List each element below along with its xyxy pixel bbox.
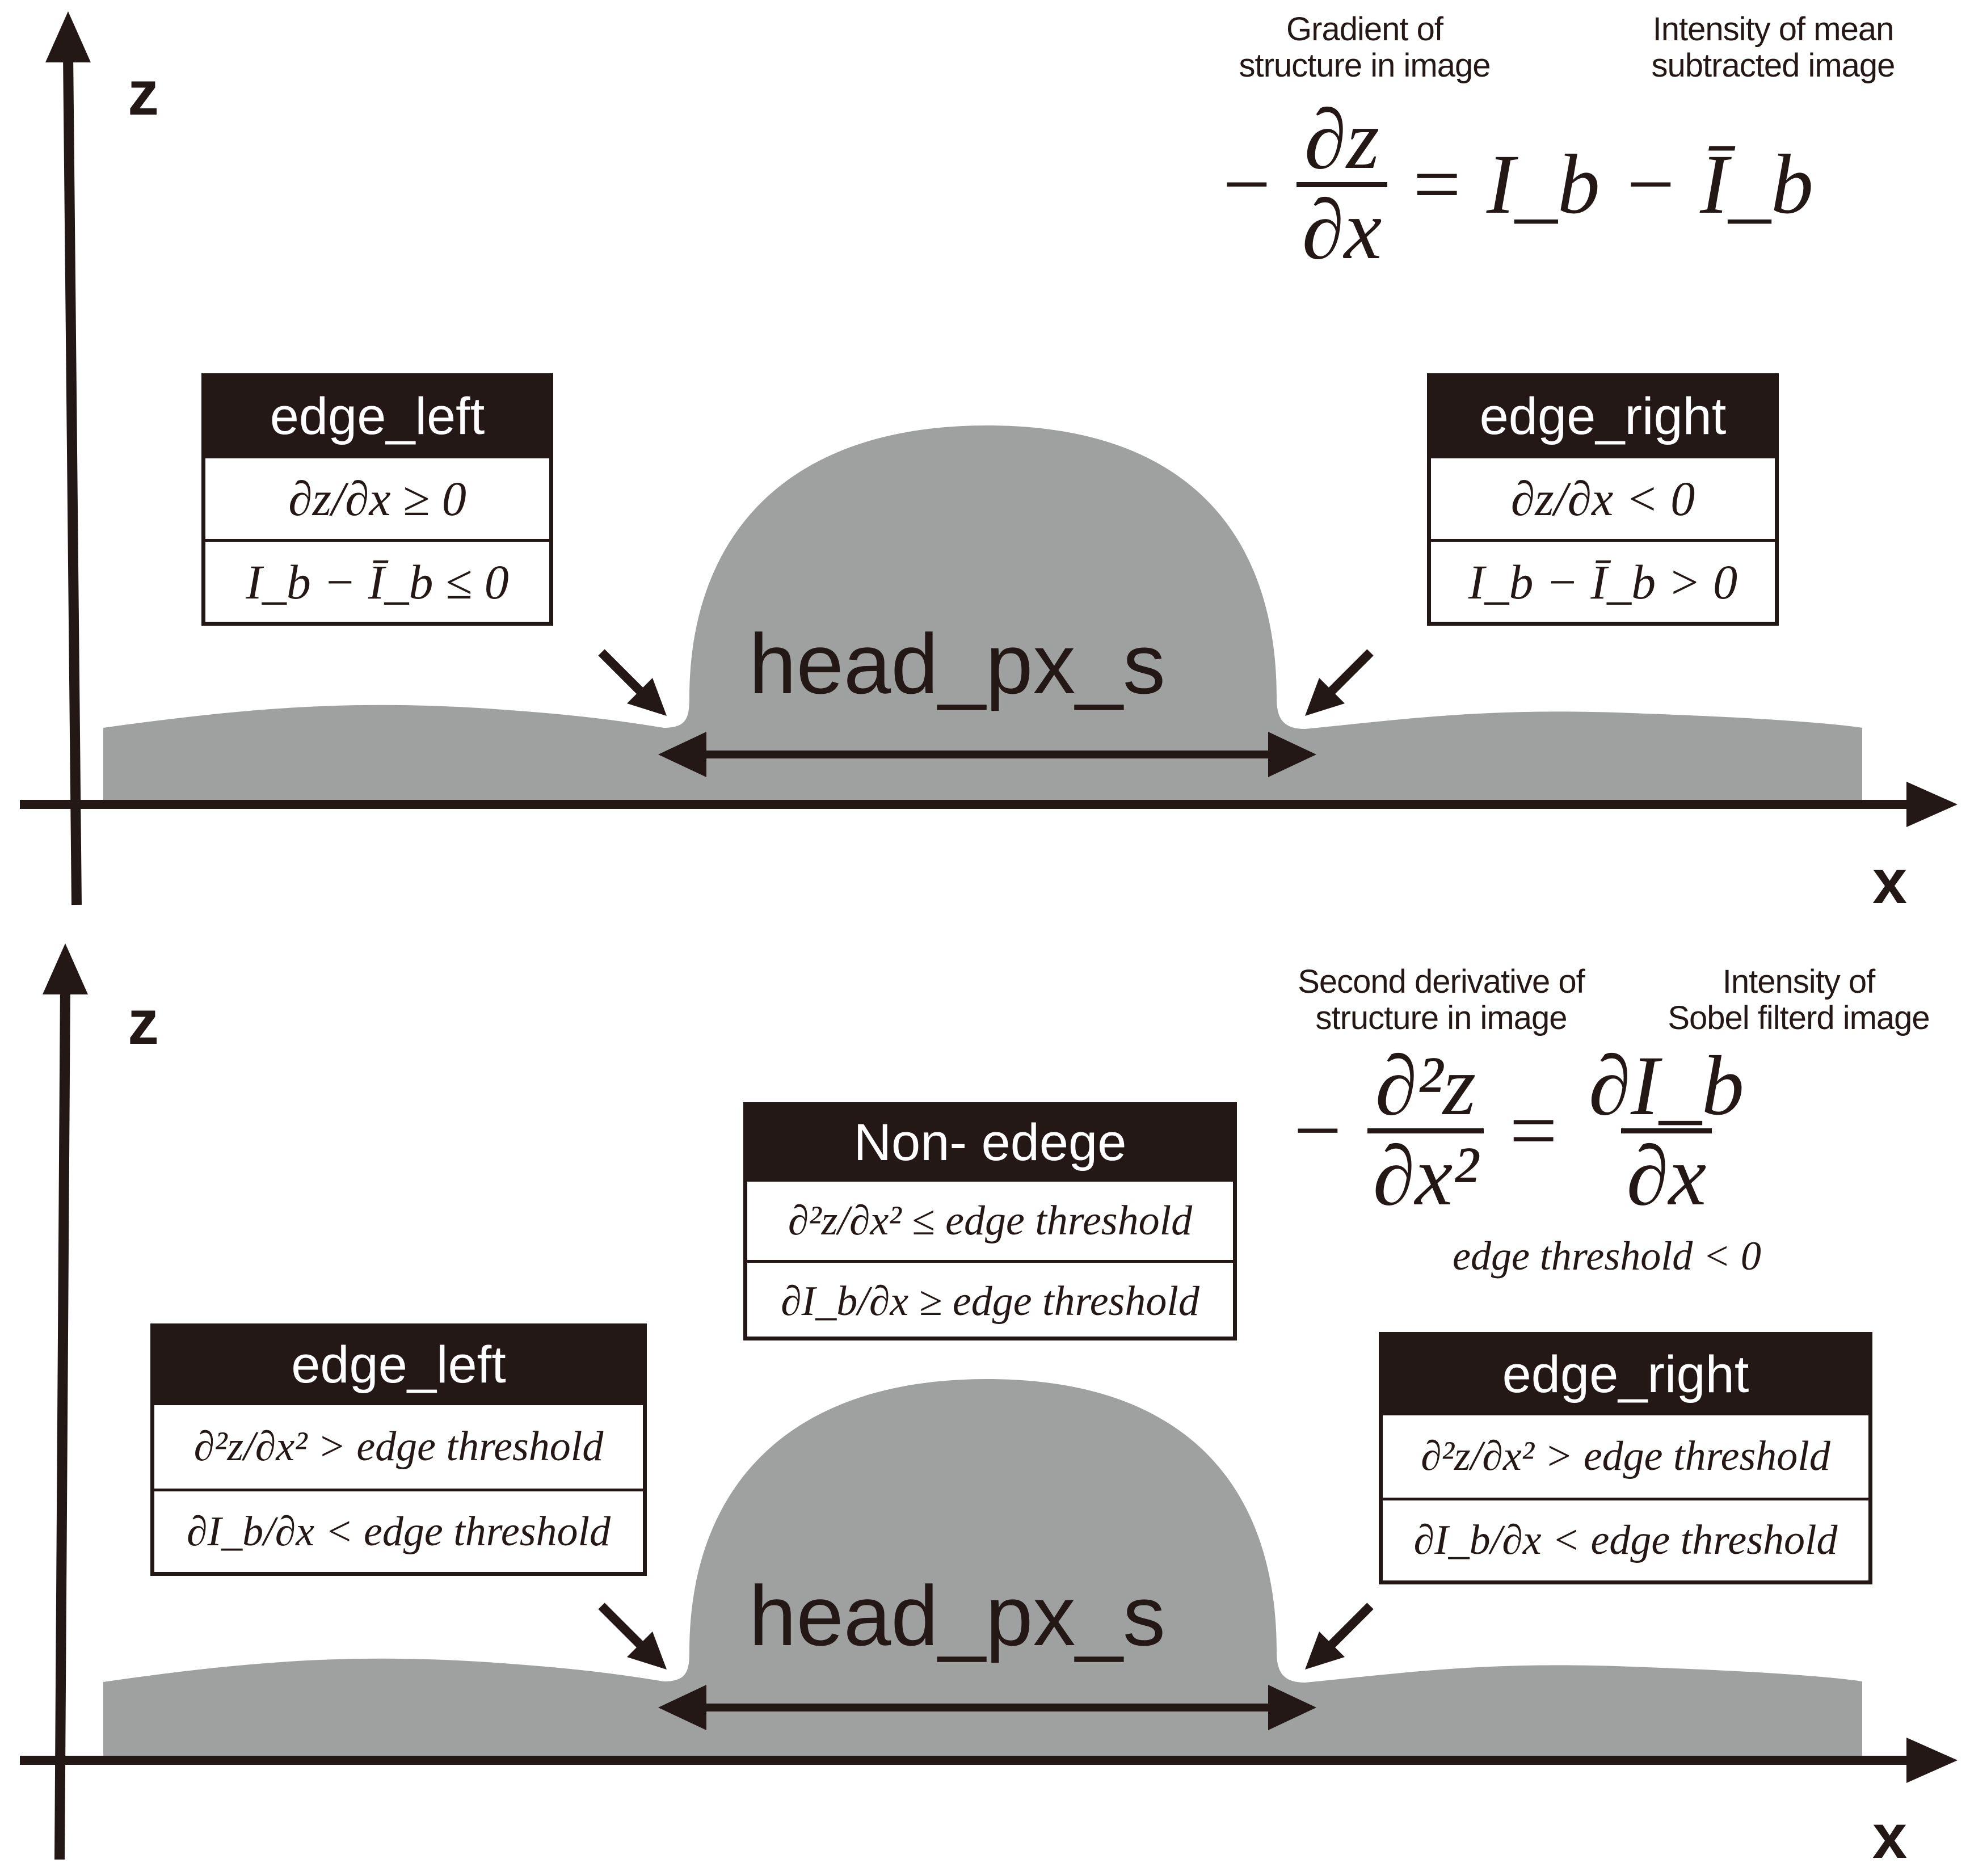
intensity-note-line-2: subtracted image: [1651, 47, 1896, 84]
left-edge-pointer: [598, 1603, 647, 1652]
panel-second-derivative: z x Second derivative of structure in im…: [0, 938, 1970, 1875]
non-edge-title: Non- edege: [747, 1106, 1233, 1179]
panel-1-drawing: [20, 11, 1958, 905]
surface-profile: [103, 425, 1862, 801]
edge-left-title: edge_left: [154, 1327, 643, 1402]
gradient-note-line-2: structure in image: [1239, 47, 1491, 84]
z-axis: [54, 985, 70, 1860]
x-axis-label: x: [1872, 847, 1908, 917]
equation-rhs: I_b − Ī_b: [1486, 137, 1814, 231]
gradient-note: Gradient of structure in image: [1197, 11, 1532, 84]
edge-right-title: edge_right: [1431, 377, 1775, 456]
intensity-note-line-1: Intensity of mean: [1652, 11, 1895, 48]
equation-rhs-numerator: ∂I_b: [1588, 1038, 1744, 1133]
equation-minus: −: [1294, 1084, 1342, 1178]
right-edge-pointer: [1324, 649, 1374, 698]
edge-left-condition-2: ∂I_b/∂x < edge threshold: [154, 1489, 643, 1572]
surface-profile: [103, 1379, 1862, 1757]
z-axis-label: z: [128, 988, 159, 1057]
sobel-note-line-2: Sobel filterd image: [1668, 1000, 1930, 1036]
edge-right-title: edge_right: [1383, 1336, 1868, 1413]
non-edge-condition-2: ∂I_b/∂x ≥ edge threshold: [747, 1260, 1233, 1340]
x-axis-arrowhead: [1906, 1738, 1958, 1783]
z-axis-label: z: [128, 58, 159, 128]
width-arrowhead-right: [1268, 732, 1316, 777]
width-arrowhead-right: [1268, 1685, 1316, 1730]
second-derivative-note-line-1: Second derivative of: [1298, 963, 1585, 1000]
gradient-note-line-1: Gradient of: [1286, 11, 1443, 48]
sobel-note: Intensity of Sobel filterd image: [1634, 964, 1963, 1036]
threshold-note: edge threshold < 0: [1453, 1233, 1761, 1279]
edge-left-condition-1: ∂z/∂x ≥ 0: [205, 456, 549, 539]
z-axis-arrowhead: [45, 11, 91, 62]
second-derivative-note-line-2: structure in image: [1315, 1000, 1568, 1036]
edge-left-box: edge_left ∂²z/∂x² > edge threshold ∂I_b/…: [150, 1323, 647, 1576]
edge-left-box: edge_left ∂z/∂x ≥ 0 I_b − Ī_b ≤ 0: [201, 373, 553, 626]
gradient-equation: − ∂z ∂x = I_b − Ī_b: [1197, 97, 1814, 272]
non-edge-condition-1: ∂²z/∂x² ≤ edge threshold: [747, 1179, 1233, 1260]
head-width-label: head_px_s: [749, 1568, 1165, 1663]
left-edge-pointer: [598, 649, 647, 698]
sobel-note-line-1: Intensity of: [1722, 963, 1875, 1000]
intensity-note: Intensity of mean subtracted image: [1611, 11, 1935, 84]
x-axis-arrowhead: [1906, 782, 1958, 827]
right-edge-pointer-head: [1305, 1632, 1345, 1670]
equation-lhs-denominator: ∂x: [1296, 182, 1388, 272]
equation-lhs-numerator: ∂z: [1304, 92, 1380, 187]
equation-lhs-fraction: ∂z ∂x: [1296, 92, 1388, 272]
edge-left-title: edge_left: [205, 377, 549, 456]
right-edge-pointer: [1324, 1603, 1374, 1652]
head-width-label: head_px_s: [749, 616, 1165, 711]
z-axis-arrowhead: [43, 943, 88, 994]
edge-right-box: edge_right ∂²z/∂x² > edge threshold ∂I_b…: [1379, 1332, 1872, 1584]
z-axis: [63, 53, 82, 905]
edge-left-condition-2: I_b − Ī_b ≤ 0: [205, 539, 549, 622]
left-edge-pointer-head: [627, 1632, 667, 1670]
second-derivative-note: Second derivative of structure in image: [1265, 964, 1617, 1036]
edge-right-box: edge_right ∂z/∂x < 0 I_b − Ī_b > 0: [1427, 373, 1779, 626]
non-edge-box: Non- edege ∂²z/∂x² ≤ edge threshold ∂I_b…: [743, 1102, 1237, 1340]
equation-equals: =: [1413, 137, 1461, 231]
edge-right-condition-2: ∂I_b/∂x < edge threshold: [1383, 1498, 1868, 1580]
left-edge-pointer-head: [627, 678, 667, 716]
panel-first-derivative: z x Gradient of structure in image Inten…: [20, 11, 1958, 917]
width-arrowhead-left: [658, 732, 706, 777]
edge-right-condition-2: I_b − Ī_b > 0: [1431, 539, 1775, 622]
equation-equals: =: [1509, 1084, 1558, 1178]
edge-left-condition-1: ∂²z/∂x² > edge threshold: [154, 1402, 643, 1489]
edge-right-condition-1: ∂z/∂x < 0: [1431, 456, 1775, 539]
equation-lhs-numerator: ∂²z: [1375, 1038, 1476, 1133]
panel-2-drawing: [20, 943, 1958, 1860]
x-axis-label: x: [1872, 1802, 1908, 1871]
equation-rhs-denominator: ∂x: [1620, 1128, 1712, 1219]
right-edge-pointer-head: [1305, 678, 1345, 716]
equation-lhs-fraction: ∂²z ∂x²: [1367, 1043, 1484, 1219]
edge-right-condition-1: ∂²z/∂x² > edge threshold: [1383, 1413, 1868, 1498]
second-derivative-equation: − ∂²z ∂x² = ∂I_b ∂x: [1268, 1043, 1750, 1219]
width-arrowhead-left: [658, 1685, 706, 1730]
equation-rhs-fraction: ∂I_b ∂x: [1583, 1043, 1750, 1219]
equation-lhs-denominator: ∂x²: [1367, 1128, 1484, 1219]
equation-minus: −: [1223, 137, 1271, 231]
